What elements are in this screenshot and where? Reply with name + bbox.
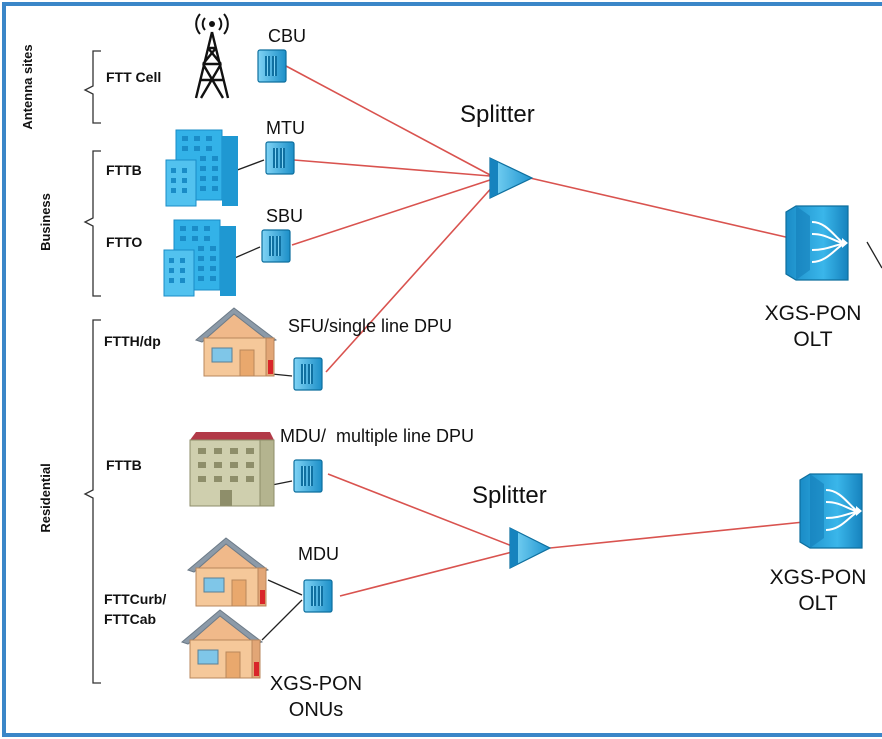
label-olt-bottom-line2: OLT (798, 592, 837, 615)
onu-icon (261, 229, 291, 263)
label-ftth-dp: FTTH/dp (104, 333, 161, 349)
cell-tower-icon (194, 13, 230, 99)
group-label-residential: Residential (38, 463, 53, 532)
label-sbu: SBU (266, 206, 303, 226)
label-fttb-residential: FTTB (106, 457, 142, 473)
label-olt-bottom-line1: XGS-PON (770, 566, 867, 589)
label-onus-line2: ONUs (289, 699, 343, 721)
brace-antenna (83, 50, 101, 124)
onu-icon (293, 459, 323, 493)
building-icon (165, 129, 239, 207)
house-icon (187, 537, 269, 607)
label-mdu-multi: MDU/ multiple line DPU (280, 426, 474, 446)
label-olt-top-line1: XGS-PON (765, 302, 862, 325)
apartment-icon (189, 432, 275, 507)
fiber-sfu (325, 183, 496, 373)
onu-icon (293, 357, 323, 391)
label-ftt-cell: FTT Cell (106, 69, 161, 85)
brace-residential (83, 319, 101, 684)
label-mdu: MDU (298, 544, 339, 564)
label-splitter-bottom: Splitter (472, 482, 547, 509)
label-ftto: FTTO (106, 234, 142, 250)
label-fttb-business: FTTB (106, 162, 142, 178)
fiber-splitter-olt-top (529, 177, 791, 239)
onu-icon (303, 579, 333, 613)
label-fttcurb: FTTCurb/ (104, 591, 166, 607)
fiber-cbu (285, 65, 493, 177)
label-olt-top-line2: OLT (793, 328, 832, 351)
splitter-icon (509, 527, 552, 569)
fiber-mdu (339, 551, 513, 597)
fiber-lines (285, 65, 805, 597)
splitter-icon (489, 157, 534, 199)
olt-icon (799, 473, 863, 549)
fiber-mtu (293, 159, 491, 177)
house-icon (181, 609, 263, 679)
label-mtu: MTU (266, 118, 305, 138)
fiber-sbu (291, 179, 491, 246)
fiber-splitter-olt-bottom (549, 521, 805, 549)
onu-icon (265, 141, 295, 175)
brace-business (83, 150, 101, 297)
label-splitter-top: Splitter (460, 101, 535, 128)
label-fttcab: FTTCab (104, 611, 156, 627)
olt-icon (785, 205, 849, 281)
house-icon (195, 307, 277, 377)
group-label-business: Business (38, 193, 53, 251)
onu-icon (257, 49, 287, 83)
olt-top-uplink (866, 241, 882, 269)
label-cbu: CBU (268, 26, 306, 46)
building-icon (163, 219, 237, 297)
group-label-antenna: Antenna sites (20, 44, 35, 129)
label-sfu: SFU/single line DPU (288, 316, 452, 336)
fiber-mdu-multi (327, 473, 513, 547)
label-onus-line1: XGS-PON (270, 673, 362, 695)
